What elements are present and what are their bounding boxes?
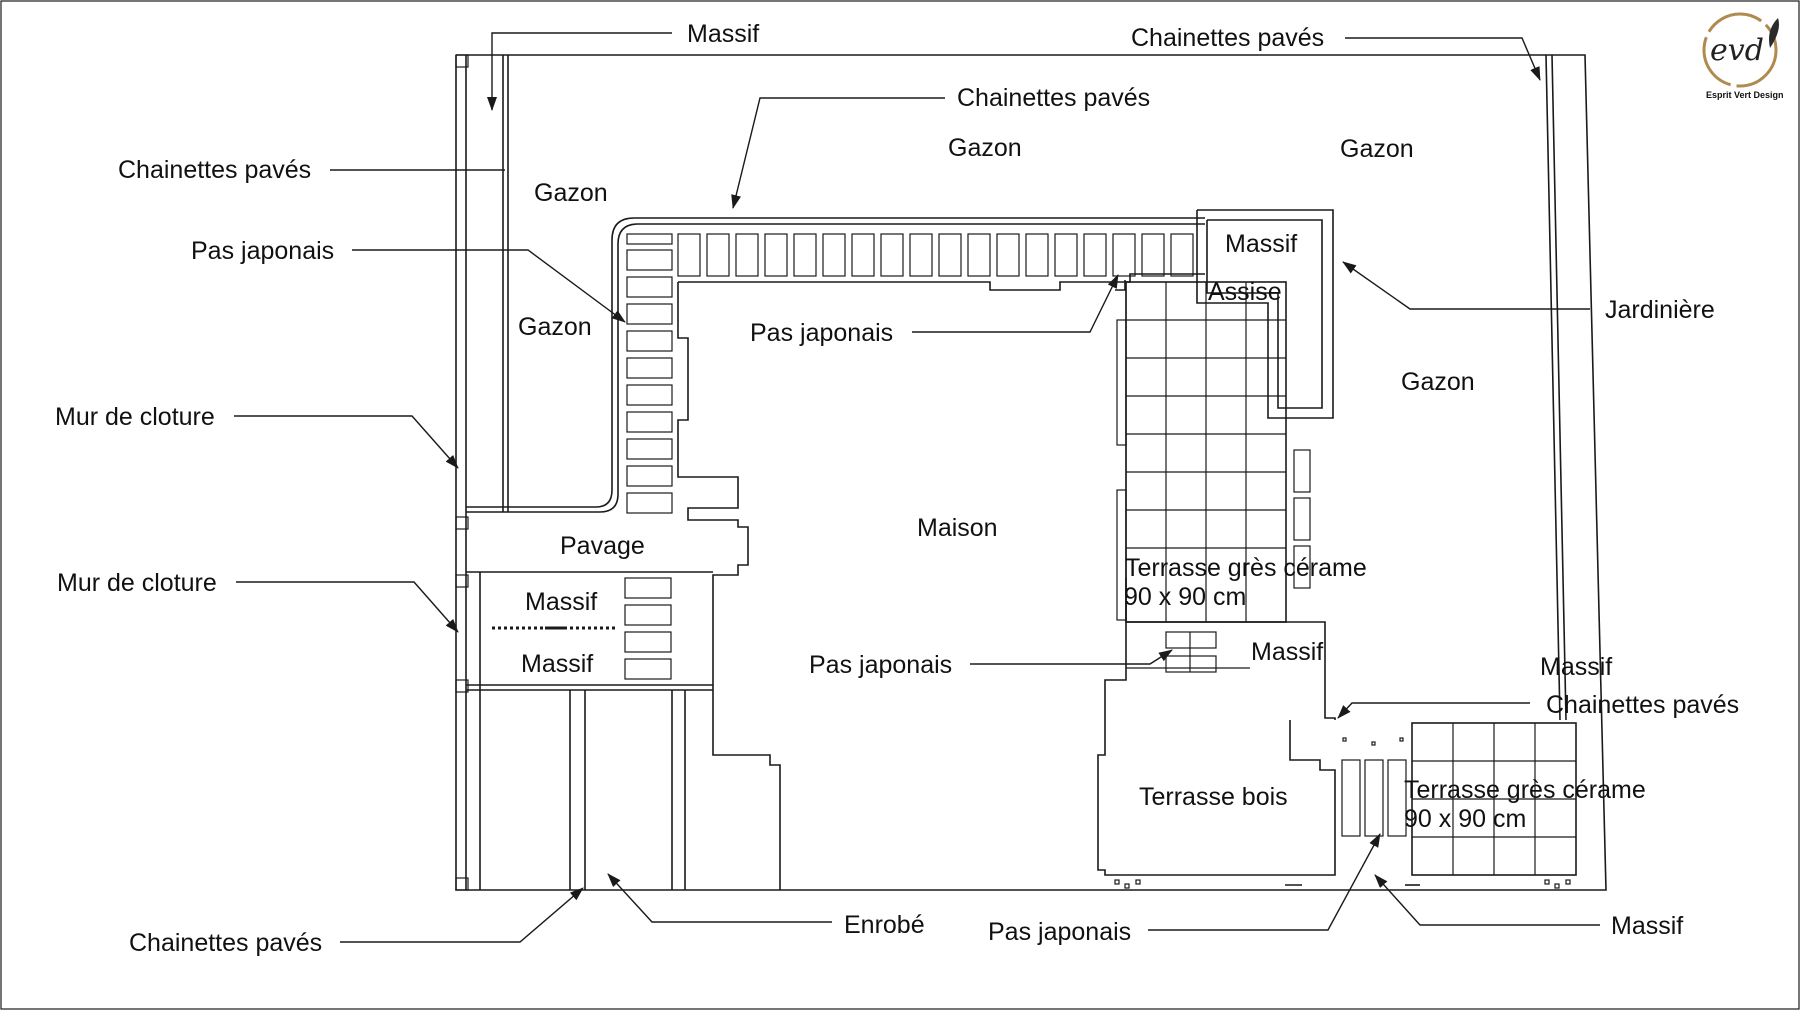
labels: Massif Chainettes pavés Chainettes pavés… (55, 20, 1739, 957)
label-chainettes-bottom-left: Chainettes pavés (129, 929, 322, 957)
label-chainettes-right: Chainettes pavés (1546, 691, 1739, 719)
massif-terrace-zone (1126, 621, 1336, 720)
label-gazon-right: Gazon (1401, 368, 1475, 396)
stepping-stones-top (677, 233, 1194, 277)
label-massif-terrasse: Massif (1251, 638, 1323, 666)
label-maison: Maison (917, 514, 998, 542)
stepping-stones-massif (624, 577, 672, 680)
label-terrasse-bois: Terrasse bois (1139, 783, 1288, 811)
label-terrasse-gres-1: Terrasse grès cérame (1125, 554, 1367, 582)
stepping-stones-left (626, 233, 673, 514)
label-gazon-left: Gazon (518, 313, 592, 341)
label-terrasse-gres-2-dim: 90 x 90 cm (1404, 805, 1526, 833)
label-gazon-top-center: Gazon (948, 134, 1022, 162)
label-terrasse-gres-1-dim: 90 x 90 cm (1124, 583, 1246, 611)
label-massif-jardiniere: Massif (1225, 230, 1297, 258)
label-pas-japonais-center: Pas japonais (750, 319, 893, 347)
label-pas-japonais-left: Pas japonais (191, 237, 334, 265)
label-chainettes-top-right: Chainettes pavés (1131, 24, 1324, 52)
small-marks (1114, 737, 1571, 889)
label-pas-japonais-mid: Pas japonais (809, 651, 952, 679)
house-outline (466, 273, 1336, 890)
label-jardiniere: Jardinière (1605, 296, 1715, 324)
path-border (466, 217, 1205, 513)
label-massif-bottom: Massif (1611, 912, 1683, 940)
label-massif-right: Massif (1540, 653, 1612, 681)
terrace-tiles-2 (1411, 722, 1577, 876)
logo-ring (1702, 12, 1778, 88)
label-gazon-top-left: Gazon (534, 179, 608, 207)
label-terrasse-gres-2: Terrasse grès cérame (1404, 776, 1646, 804)
label-enrobe: Enrobé (844, 911, 925, 939)
label-chainettes-top-center: Chainettes pavés (957, 84, 1150, 112)
label-assise: Assise (1208, 278, 1282, 306)
label-gazon-top-right: Gazon (1340, 135, 1414, 163)
jardiniere (1196, 209, 1334, 419)
label-chainettes-left: Chainettes pavés (118, 156, 311, 184)
label-pavage: Pavage (560, 532, 645, 560)
label-massif-left-2: Massif (521, 650, 593, 678)
leaf-icon (1769, 18, 1779, 48)
stepping-stones-bottom (1341, 759, 1407, 837)
label-pas-japonais-bottom: Pas japonais (988, 918, 1131, 946)
plot-outline (455, 54, 1607, 891)
logo-monogram: evd (1710, 33, 1764, 68)
label-massif-left-1: Massif (525, 588, 597, 616)
logo-name: Esprit Vert Design (1706, 90, 1784, 100)
brand-logo: evd Esprit Vert Design (1702, 12, 1784, 100)
label-mur-cloture-2: Mur de cloture (57, 569, 217, 597)
label-mur-cloture-1: Mur de cloture (55, 403, 215, 431)
label-massif-top: Massif (687, 20, 759, 48)
leader-lines (234, 32, 1600, 943)
